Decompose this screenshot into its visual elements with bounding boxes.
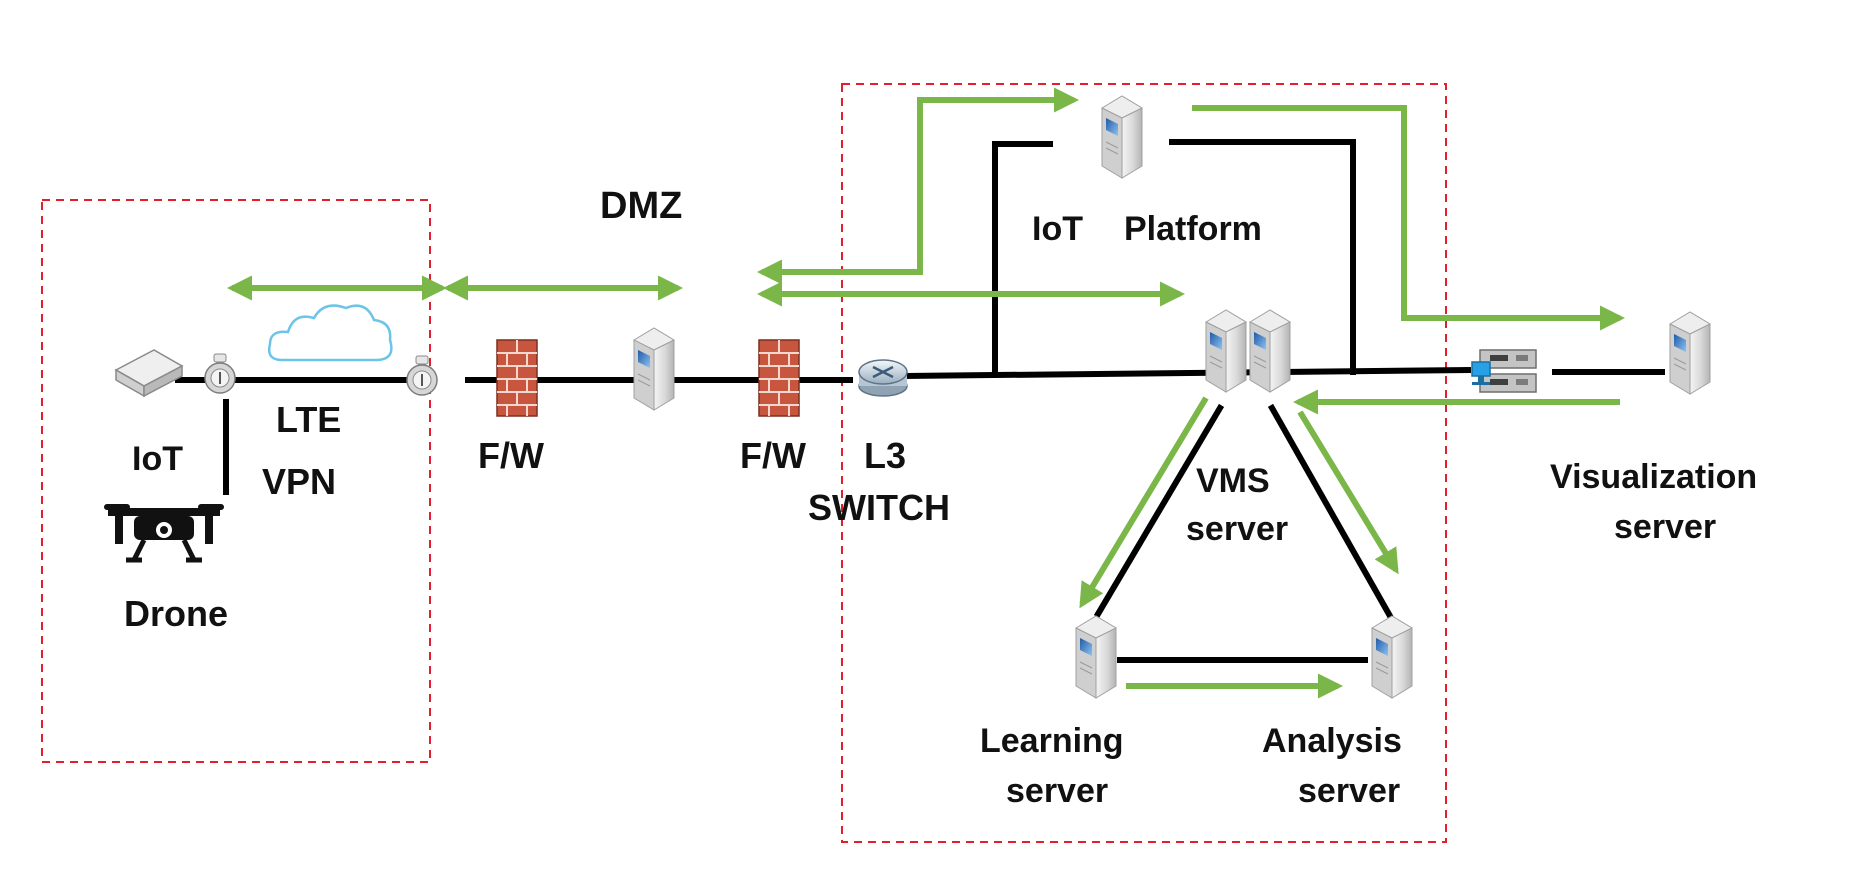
drone-label: Drone [124,593,228,634]
left-zone-border [41,199,431,763]
learning-server-icon [1075,615,1117,699]
lte-radio-icon [406,355,438,396]
lte-label: LTE [276,399,341,440]
visualization-server-label: server [1614,508,1716,546]
dmz-label: DMZ [600,185,682,227]
right-zone-border [841,83,1447,843]
vms-server-label: VMS [1196,462,1270,500]
iot-label: IoT [132,440,183,478]
l3-label: L3 [864,435,906,476]
router-icon [858,359,908,397]
cloud-icon [268,304,393,362]
analysis-server-label: server [1298,772,1400,810]
drone-icon [104,504,224,563]
dmz-server-icon [633,327,675,411]
firewall-label: F/W [478,435,544,476]
firewall-icon [496,339,538,417]
lte-radio-icon [204,353,236,394]
iot-gateway-icon [114,349,184,398]
vms-server-label: server [1186,510,1288,548]
analysis-server-icon [1371,615,1413,699]
data-flow-arrows [226,87,1626,699]
visualization-server-icon [1669,311,1711,395]
firewall-icon [758,339,800,417]
learning-server-label: server [1006,772,1108,810]
switch-label: SWITCH [808,487,950,528]
iot-platform-server-icon [1101,95,1143,179]
analysis-server-label: Analysis [1262,722,1402,760]
vpn-label: VPN [262,461,336,502]
iot-platform-label: IoT [1032,210,1083,248]
visualization-server-label: Visualization [1550,458,1757,496]
firewall-label: F/W [740,435,806,476]
learning-server-label: Learning [980,722,1124,760]
rack-server-icon [1471,349,1537,393]
vms-server-icon [1249,309,1291,393]
iot-platform-label: Platform [1124,210,1262,248]
vms-server-icon [1205,309,1247,393]
labels: DMZ IoT LTE VPN Drone F/W F/W L3 SWITCH … [124,185,1757,810]
